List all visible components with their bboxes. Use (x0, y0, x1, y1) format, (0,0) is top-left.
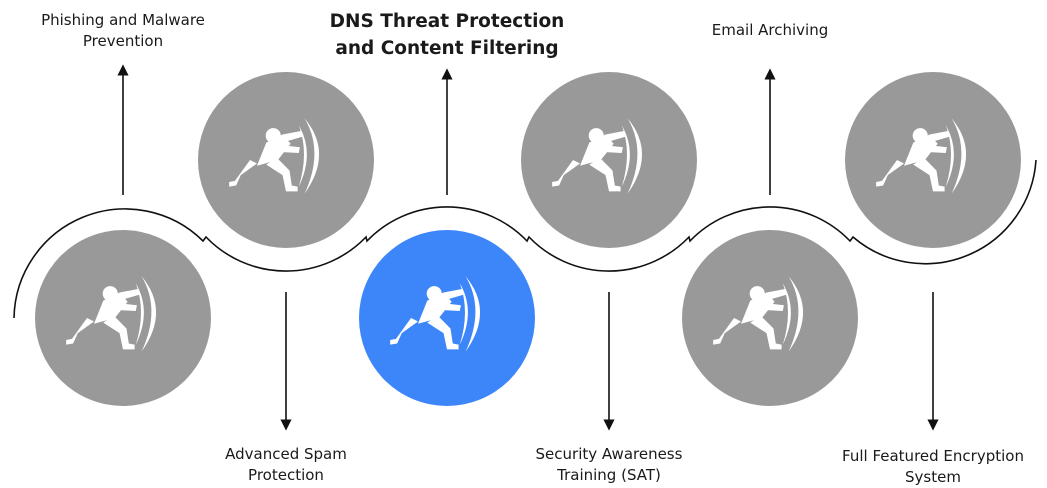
step-label: DNS Threat Protection and Content Filteri… (317, 8, 577, 62)
step-circle[interactable] (198, 72, 374, 248)
step-circle[interactable] (359, 230, 535, 406)
step-node[interactable] (682, 230, 858, 406)
step-label-line: Phishing and Malware (41, 11, 205, 29)
step-label-line: System (905, 468, 961, 486)
step-label-line: Full Featured Encryption (842, 447, 1024, 465)
step-label-line: and Content Filtering (335, 38, 559, 59)
step-label-line: Security Awareness (535, 445, 683, 463)
step-node[interactable] (198, 72, 374, 248)
step-node-active[interactable] (359, 230, 535, 406)
step-label-line: DNS Threat Protection (329, 11, 565, 32)
step-label-line: Email Archiving (711, 21, 829, 39)
step-circle[interactable] (35, 230, 211, 406)
step-circle[interactable] (845, 72, 1021, 248)
step-label: Email Archiving (670, 20, 870, 41)
step-label-line: Prevention (82, 32, 164, 50)
step-label-line: Training (SAT) (557, 466, 661, 484)
step-circle[interactable] (521, 72, 697, 248)
step-label-line: Protection (248, 466, 324, 484)
step-node[interactable] (845, 72, 1021, 248)
step-circle[interactable] (682, 230, 858, 406)
step-node[interactable] (35, 230, 211, 406)
step-node[interactable] (521, 72, 697, 248)
wave-connector (13, 159, 1037, 319)
step-label-line: Advanced Spam (225, 445, 347, 463)
